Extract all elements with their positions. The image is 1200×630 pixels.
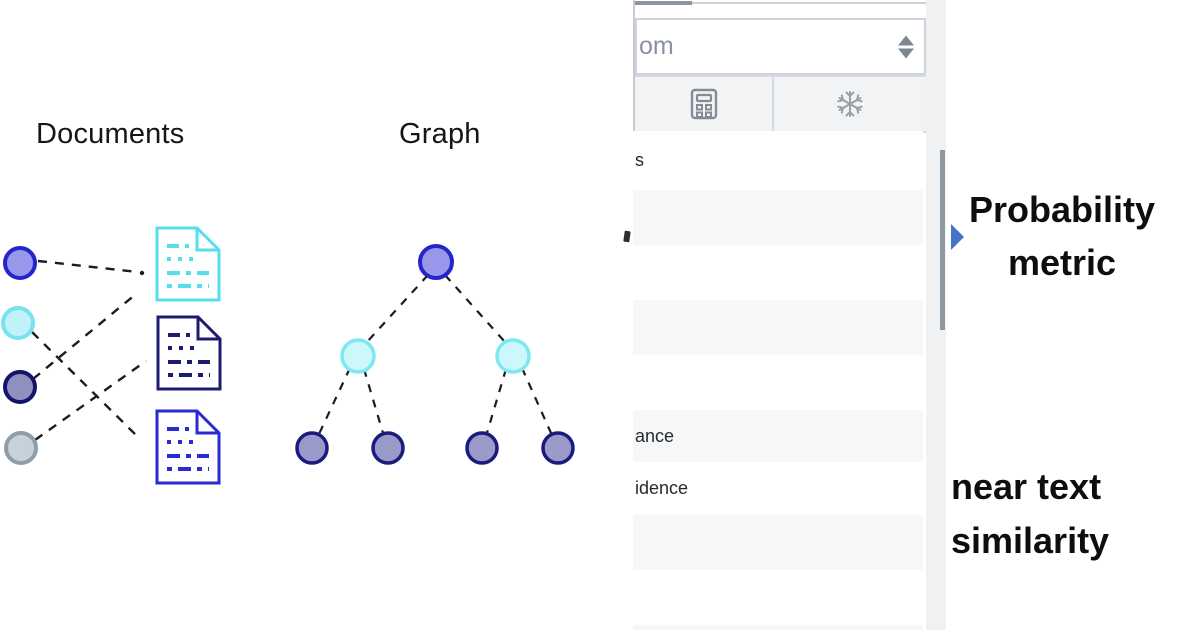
graph-title: Graph — [399, 118, 481, 150]
table-row[interactable] — [633, 625, 923, 630]
connector-end-dot — [139, 270, 145, 276]
probability-label-line1: Probability — [968, 189, 1156, 230]
dropdown-value: om — [639, 32, 674, 60]
snowflake-icon — [836, 91, 864, 117]
row-label: idence — [635, 478, 689, 498]
snowflake-button[interactable] — [774, 77, 926, 131]
document-connector-lines — [31, 259, 147, 441]
table-row[interactable]: s — [633, 131, 923, 190]
graph-tree-edges — [318, 274, 553, 435]
panel-left-border — [633, 0, 635, 131]
panel-top-border-segment — [633, 1, 692, 5]
scrollbar-thumb[interactable] — [940, 150, 945, 330]
document-source-nodes — [1, 246, 38, 465]
panel-top-border — [633, 2, 946, 4]
row-label: s — [635, 150, 644, 170]
calculator-button[interactable] — [635, 77, 772, 131]
probability-metric-label: Probability metric — [948, 183, 1176, 289]
table-row[interactable] — [633, 245, 923, 300]
field-dropdown[interactable]: om — [635, 18, 926, 75]
sort-arrows-icon[interactable] — [898, 35, 914, 58]
near-text-similarity-label: near text similarity — [951, 460, 1109, 568]
similarity-label-line1: near text — [951, 466, 1102, 507]
document-icon — [155, 226, 222, 485]
sort-down-icon — [898, 48, 914, 58]
table-row[interactable] — [633, 190, 923, 245]
table-rows: s ance idence — [633, 131, 923, 630]
table-row[interactable]: ance — [633, 410, 923, 462]
table-row[interactable]: idence — [633, 462, 923, 515]
scrollbar-track[interactable] — [926, 0, 946, 630]
documents-graph-diagram — [1, 226, 575, 485]
pointer-triangle-icon — [951, 224, 964, 250]
toolbar — [635, 75, 926, 133]
sort-up-icon — [898, 35, 914, 45]
documents-title: Documents — [36, 118, 185, 150]
table-row[interactable] — [633, 355, 923, 410]
table-row[interactable] — [633, 515, 923, 570]
toolbar-divider — [772, 77, 774, 131]
similarity-label-line2: similarity — [951, 520, 1110, 561]
calculator-icon — [690, 88, 717, 120]
table-row[interactable] — [633, 570, 923, 625]
row-label: ance — [635, 425, 675, 446]
graph-tree-nodes — [295, 244, 575, 465]
probability-label-line2: metric — [1007, 242, 1117, 283]
table-row[interactable] — [633, 300, 923, 355]
